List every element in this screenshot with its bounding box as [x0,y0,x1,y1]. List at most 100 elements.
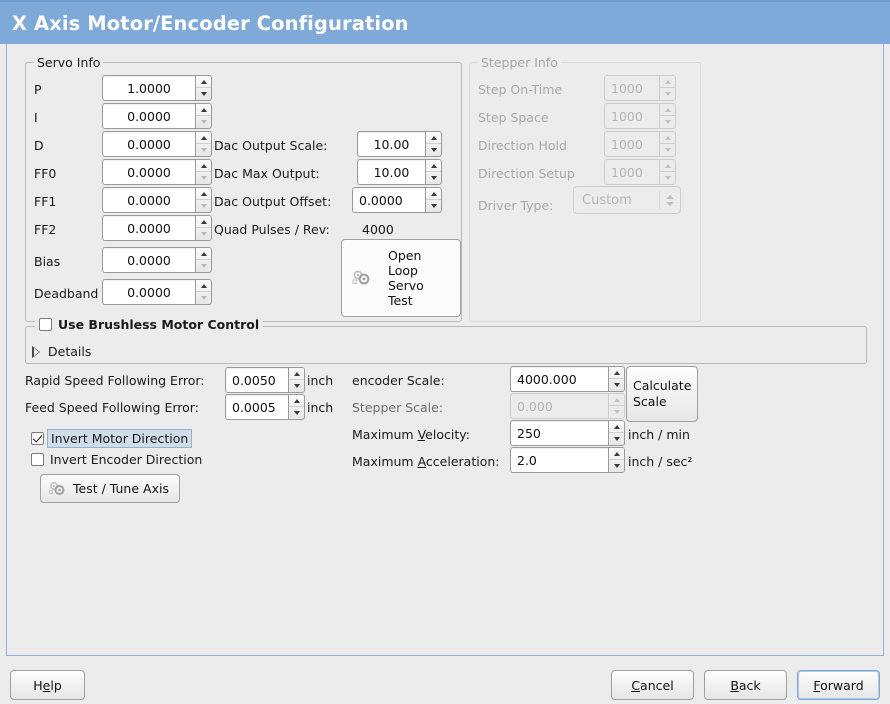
feed-speed-following-error-spinner[interactable]: 0.0005 [225,394,305,420]
servo-ff0-stepper[interactable] [195,159,212,185]
servo-bias-value[interactable]: 0.0000 [102,247,195,273]
spin-down-icon[interactable] [609,406,624,418]
checkbox-box[interactable] [31,453,44,466]
servo-bias-stepper[interactable] [195,247,212,273]
details-expander[interactable]: Details [32,344,91,360]
spin-up-icon[interactable] [609,448,624,460]
spin-down-icon[interactable] [660,116,675,128]
spin-down-icon[interactable] [196,292,211,304]
maximum-velocity-stepper[interactable] [608,420,625,446]
maximum-acceleration-value[interactable]: 2.0 [510,447,608,473]
spin-up-icon[interactable] [609,367,624,379]
stepper-scale-stepper[interactable] [608,393,625,419]
help-button[interactable]: Help [10,670,85,700]
direction-setup-stepper[interactable] [659,159,676,185]
spin-down-icon[interactable] [196,88,211,100]
spin-down-icon[interactable] [196,200,211,212]
feed-error-stepper[interactable] [288,394,305,420]
spin-down-icon[interactable] [196,260,211,272]
servo-ff0-value[interactable]: 0.0000 [102,159,195,185]
servo-d-spinner[interactable]: 0.0000 [102,131,212,157]
dac-output-scale-spinner[interactable]: 10.00 [357,131,442,157]
dac-max-output-spinner[interactable]: 10.00 [357,159,442,185]
spin-up-icon[interactable] [196,216,211,228]
spin-down-icon[interactable] [660,88,675,100]
maximum-acceleration-spinner[interactable]: 2.0 [510,447,625,473]
spin-down-icon[interactable] [426,144,441,156]
invert-encoder-direction-checkbox[interactable]: Invert Encoder Direction [31,452,202,467]
driver-type-combo[interactable]: Custom [573,186,681,214]
servo-d-value[interactable]: 0.0000 [102,131,195,157]
dac-output-offset-value[interactable]: 0.0000 [352,187,425,213]
spin-down-icon[interactable] [196,144,211,156]
spin-down-icon[interactable] [609,460,624,472]
spin-up-icon[interactable] [289,368,304,380]
spin-up-icon[interactable] [196,188,211,200]
step-on-time-stepper[interactable] [659,75,676,101]
forward-button[interactable]: Forward [797,670,880,700]
cancel-button[interactable]: Cancel [611,670,694,700]
servo-ff1-value[interactable]: 0.0000 [102,187,195,213]
servo-deadband-stepper[interactable] [195,279,212,305]
use-brushless-motor-control-checkbox[interactable]: Use Brushless Motor Control [35,317,264,332]
maximum-acceleration-stepper[interactable] [608,447,625,473]
spin-down-icon[interactable] [196,172,211,184]
spin-down-icon[interactable] [660,172,675,184]
direction-hold-stepper[interactable] [659,131,676,157]
dac-max-output-stepper[interactable] [425,159,442,185]
spin-down-icon[interactable] [660,144,675,156]
spin-up-icon[interactable] [609,394,624,406]
spin-down-icon[interactable] [289,380,304,392]
checkbox-box[interactable] [31,432,44,445]
direction-setup-value[interactable]: 1000 [604,159,659,185]
encoder-scale-spinner[interactable]: 4000.000 [510,366,625,392]
direction-hold-spinner[interactable]: 1000 [604,131,676,157]
chevron-updown-icon[interactable] [660,187,680,213]
open-loop-servo-test-button[interactable]: Open Loop Servo Test [341,239,461,317]
spin-down-icon[interactable] [609,433,624,445]
spin-up-icon[interactable] [289,395,304,407]
spin-up-icon[interactable] [196,280,211,292]
step-space-value[interactable]: 1000 [604,103,659,129]
rapid-speed-following-error-value[interactable]: 0.0050 [225,367,288,393]
servo-ff1-stepper[interactable] [195,187,212,213]
spin-up-icon[interactable] [196,160,211,172]
spin-down-icon[interactable] [426,172,441,184]
servo-i-value[interactable]: 0.0000 [102,103,195,129]
servo-deadband-value[interactable]: 0.0000 [102,279,195,305]
spin-up-icon[interactable] [426,132,441,144]
chevron-right-icon[interactable] [32,346,40,358]
spin-up-icon[interactable] [196,132,211,144]
step-on-time-spinner[interactable]: 1000 [604,75,676,101]
spin-down-icon[interactable] [196,228,211,240]
servo-i-stepper[interactable] [195,103,212,129]
spin-down-icon[interactable] [426,200,441,212]
checkbox-box[interactable] [39,318,52,331]
step-space-stepper[interactable] [659,103,676,129]
spin-up-icon[interactable] [196,76,211,88]
direction-hold-value[interactable]: 1000 [604,131,659,157]
feed-speed-following-error-value[interactable]: 0.0005 [225,394,288,420]
servo-ff1-spinner[interactable]: 0.0000 [102,187,212,213]
spin-down-icon[interactable] [289,407,304,419]
spin-up-icon[interactable] [660,76,675,88]
spin-up-icon[interactable] [196,104,211,116]
test-tune-axis-button[interactable]: Test / Tune Axis [40,474,180,503]
invert-motor-direction-checkbox[interactable]: Invert Motor Direction [31,429,193,448]
servo-ff2-stepper[interactable] [195,215,212,241]
maximum-velocity-value[interactable]: 250 [510,420,608,446]
spin-down-icon[interactable] [196,116,211,128]
rapid-speed-following-error-spinner[interactable]: 0.0050 [225,367,305,393]
dac-output-offset-spinner[interactable]: 0.0000 [352,187,442,213]
spin-up-icon[interactable] [426,188,441,200]
spin-up-icon[interactable] [426,160,441,172]
spin-up-icon[interactable] [660,160,675,172]
servo-p-value[interactable]: 1.0000 [102,75,195,101]
servo-p-stepper[interactable] [195,75,212,101]
dac-output-offset-stepper[interactable] [425,187,442,213]
back-button[interactable]: Back [704,670,787,700]
step-on-time-value[interactable]: 1000 [604,75,659,101]
dac-max-output-value[interactable]: 10.00 [357,159,425,185]
maximum-velocity-spinner[interactable]: 250 [510,420,625,446]
encoder-scale-stepper[interactable] [608,366,625,392]
